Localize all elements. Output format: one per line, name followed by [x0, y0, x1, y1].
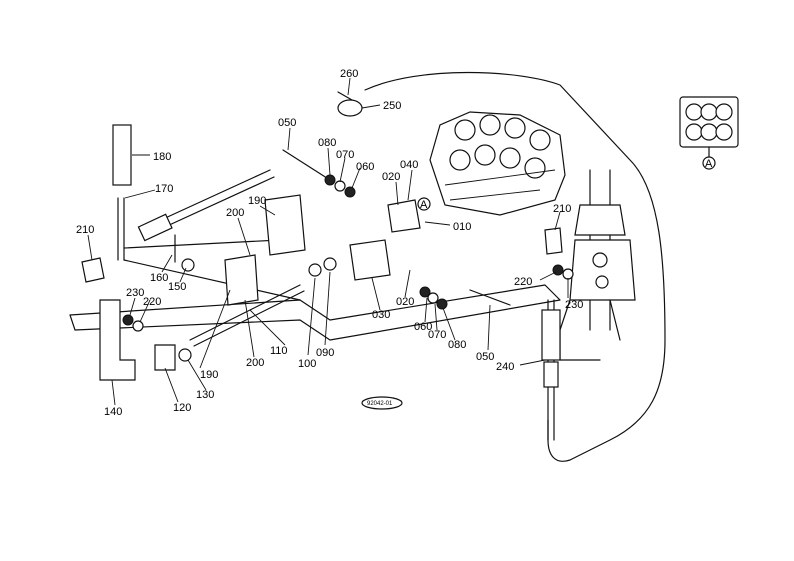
cap-250	[337, 99, 363, 117]
callout-250: 250	[383, 100, 401, 112]
callout-030: 030	[372, 309, 390, 321]
marker-a-valve-label: A	[420, 199, 428, 211]
callout-220-right: 220	[514, 276, 532, 288]
stamp-oval	[361, 396, 403, 410]
block-040	[387, 199, 421, 233]
callout-050-bottom: 050	[476, 351, 494, 363]
callout-020-top: 020	[382, 171, 400, 183]
callout-230-right: 230	[565, 299, 583, 311]
callout-050-top: 050	[278, 117, 296, 129]
callout-180: 180	[153, 151, 171, 163]
callout-090: 090	[316, 347, 334, 359]
bracket-200	[224, 254, 259, 306]
callout-210-right: 210	[553, 203, 571, 215]
callout-060-bottom: 060	[414, 321, 432, 333]
callout-100: 100	[298, 358, 316, 370]
rod-170	[117, 197, 125, 261]
callout-070-top: 070	[336, 149, 354, 161]
callout-160: 160	[150, 272, 168, 284]
callout-020-bottom: 020	[396, 296, 414, 308]
base-plate	[69, 284, 561, 341]
joint-120	[154, 344, 176, 371]
nut-080	[324, 174, 336, 186]
leader-lines	[87, 77, 569, 406]
marker-a-valve	[417, 197, 431, 211]
callout-060-top: 060	[356, 161, 374, 173]
grip-180	[112, 124, 132, 186]
callout-220-left: 220	[143, 296, 161, 308]
callout-210-left: 210	[76, 224, 94, 236]
stamp-text: 92042-01	[367, 401, 393, 407]
callout-080-top: 080	[318, 137, 336, 149]
callout-070-bottom: 070	[428, 329, 446, 341]
callout-150: 150	[168, 281, 186, 293]
callout-190-bottom: 190	[200, 369, 218, 381]
block-030	[349, 239, 391, 281]
callout-080-bottom: 080	[448, 339, 466, 351]
control-valve	[429, 111, 566, 216]
callout-200-top: 200	[226, 207, 244, 219]
callout-labels: 260 250 050 080 070 060 040 020 010 180 …	[76, 68, 583, 418]
callout-200-bottom: 200	[246, 357, 264, 369]
bracket-190	[264, 194, 306, 256]
clevis-210	[81, 257, 105, 283]
assembly-outline	[364, 71, 666, 462]
callout-230-left: 230	[126, 287, 144, 299]
marker-a-key-label: A	[705, 158, 713, 170]
clevis-210-right	[544, 227, 563, 255]
washer-070	[334, 180, 346, 192]
marker-a-key	[702, 156, 716, 170]
callout-130: 130	[196, 389, 214, 401]
pilot-valve-unit	[559, 169, 636, 361]
callout-240: 240	[496, 361, 514, 373]
callout-260: 260	[340, 68, 358, 80]
callout-170: 170	[155, 183, 173, 195]
rod-050	[282, 149, 511, 306]
callout-140: 140	[104, 406, 122, 418]
callout-110: 110	[270, 345, 288, 357]
callout-040: 040	[400, 159, 418, 171]
callout-010: 010	[453, 221, 471, 233]
bracket-140	[99, 299, 136, 381]
nut-060	[344, 186, 356, 198]
key-block	[679, 96, 739, 159]
callout-120: 120	[173, 402, 191, 414]
callout-190-top: 190	[248, 195, 266, 207]
